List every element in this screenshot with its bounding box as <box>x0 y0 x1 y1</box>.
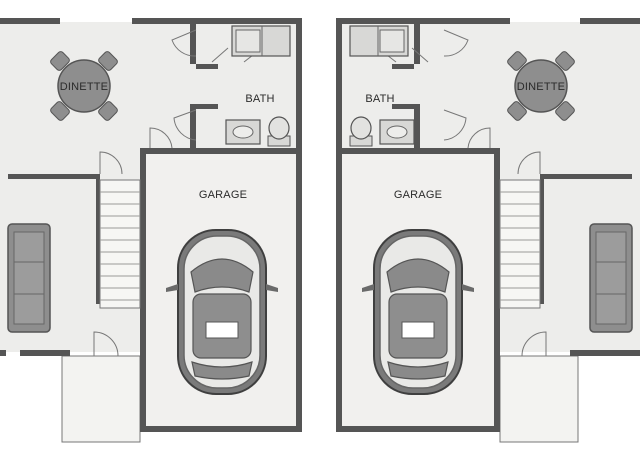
doors-right <box>377 29 547 357</box>
stairs-left <box>99 179 141 309</box>
sofa-right <box>589 223 633 333</box>
bath-label-right: BATH <box>365 93 394 105</box>
bath-fixtures-right <box>349 25 415 147</box>
unit-right: DINETTE BATH GARAGE <box>336 18 640 443</box>
bath-fixtures-left <box>225 25 291 147</box>
walls-right <box>336 18 640 432</box>
toilet-right <box>349 116 373 147</box>
sofa-left <box>7 223 51 333</box>
car-left <box>165 229 279 395</box>
stairs-right <box>499 179 541 309</box>
unit-left: DINETTE BATH GARAGE <box>0 18 302 443</box>
dinette-label-left: DINETTE <box>60 81 108 93</box>
walls-left <box>0 18 302 432</box>
dinette-label-right: DINETTE <box>517 81 565 93</box>
car-right <box>361 229 475 395</box>
bath-label-left: BATH <box>245 93 274 105</box>
garage-label-right: GARAGE <box>394 189 442 201</box>
garage-label-left: GARAGE <box>199 189 247 201</box>
toilet-left <box>267 116 291 147</box>
porch-right <box>499 355 579 443</box>
porch-left <box>61 355 141 443</box>
